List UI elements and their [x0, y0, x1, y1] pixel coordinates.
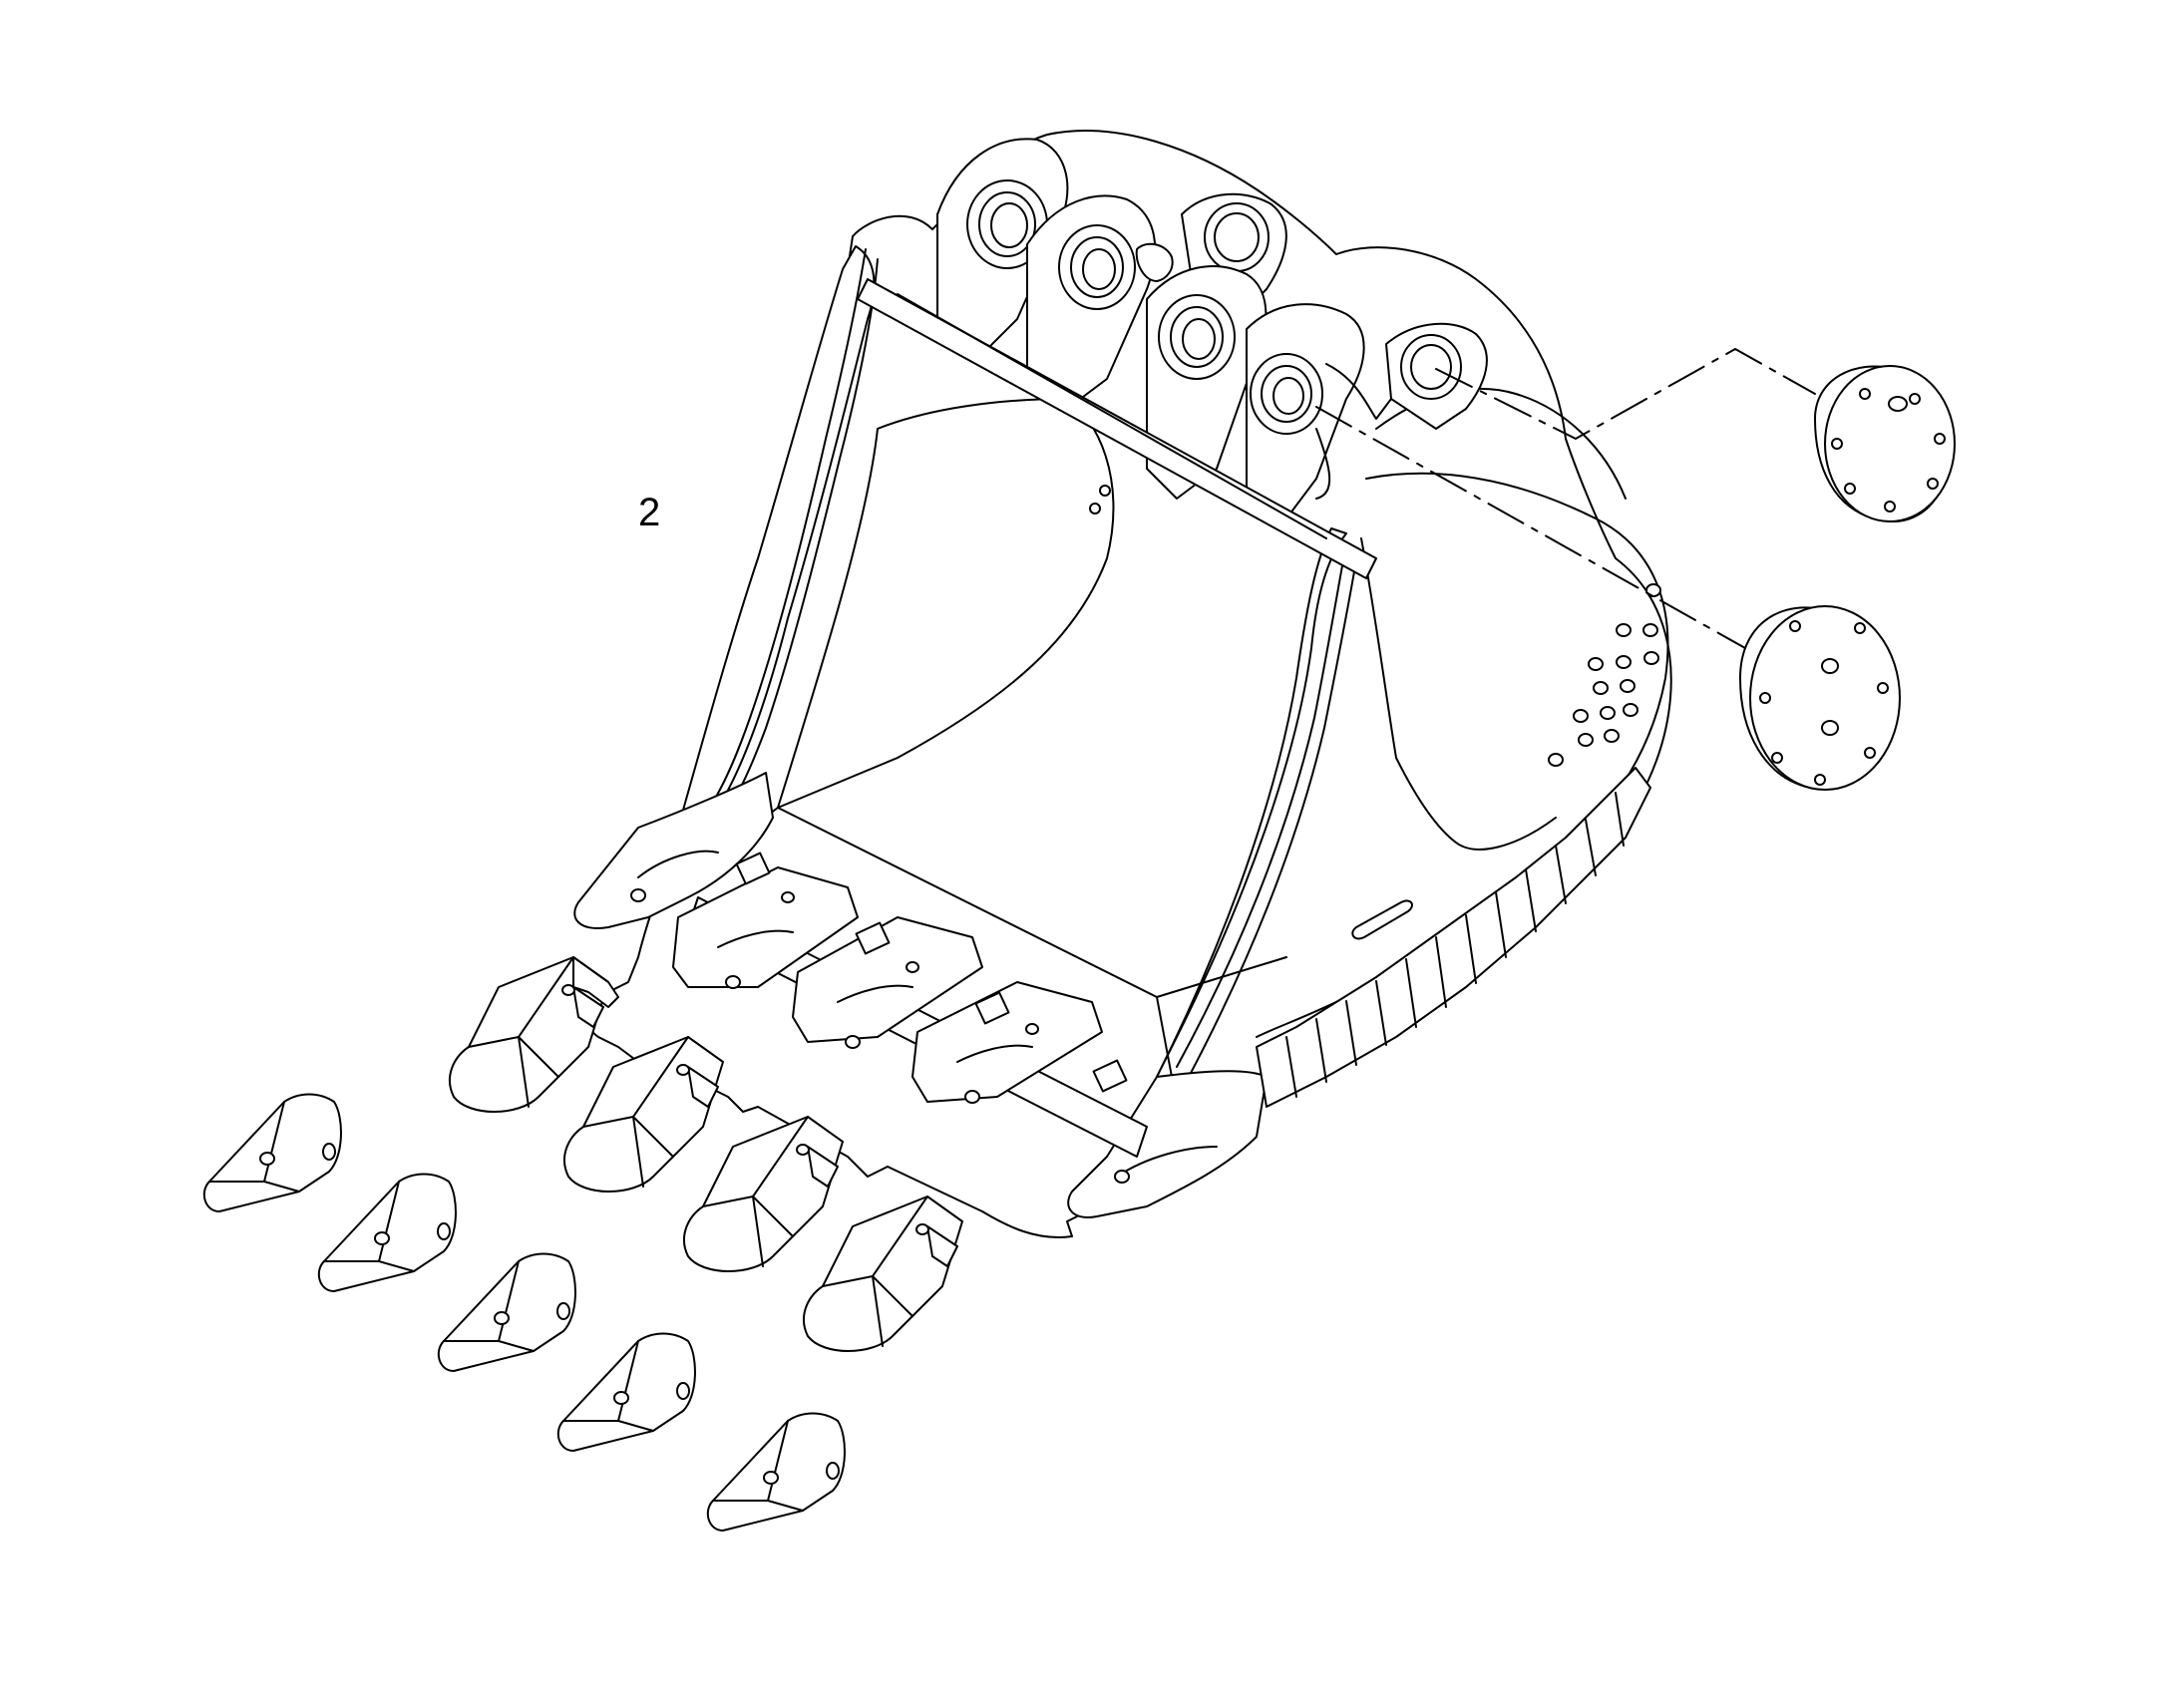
hub-cover-upper-bolts: [1832, 389, 1945, 512]
part-callout-2: 2: [638, 491, 661, 534]
tooth-4: [558, 1334, 695, 1452]
shroud-1: [450, 957, 618, 1112]
hub-cover-upper: [1825, 366, 1955, 521]
adapter-2: [793, 917, 982, 1042]
cutting-edge: [574, 768, 1650, 1217]
adapter-shrouds: [450, 957, 962, 1351]
bucket-teeth: [204, 1095, 845, 1532]
cross-beam: [858, 279, 1376, 578]
tooth-1: [204, 1095, 341, 1212]
side-slot: [1352, 900, 1412, 938]
side-plate-holes: [1549, 584, 1660, 766]
leader-lines: [1316, 349, 1815, 648]
adapter-3: [912, 982, 1102, 1102]
tooth-3: [439, 1254, 575, 1372]
hub-cover-lower: [1750, 606, 1900, 790]
left-side-cutter: [574, 773, 773, 928]
wear-segments: [1257, 768, 1650, 1107]
left-side-edge: [708, 249, 866, 810]
inner-back-wall: [778, 399, 1113, 808]
hinge-lugs: [858, 139, 1487, 578]
shroud-3: [684, 1117, 843, 1271]
adapter-1: [673, 867, 858, 987]
shroud-4: [804, 1196, 962, 1351]
hinge-bracket: [1137, 244, 1173, 281]
tooth-2: [319, 1175, 456, 1292]
hub-covers: [1740, 366, 1955, 790]
adapter-locks: [631, 854, 1129, 1183]
hub-cover-lower-bolts: [1760, 621, 1888, 785]
left-side-plate: [678, 246, 874, 828]
tooth-5: [708, 1414, 845, 1532]
shroud-2: [564, 1037, 723, 1192]
